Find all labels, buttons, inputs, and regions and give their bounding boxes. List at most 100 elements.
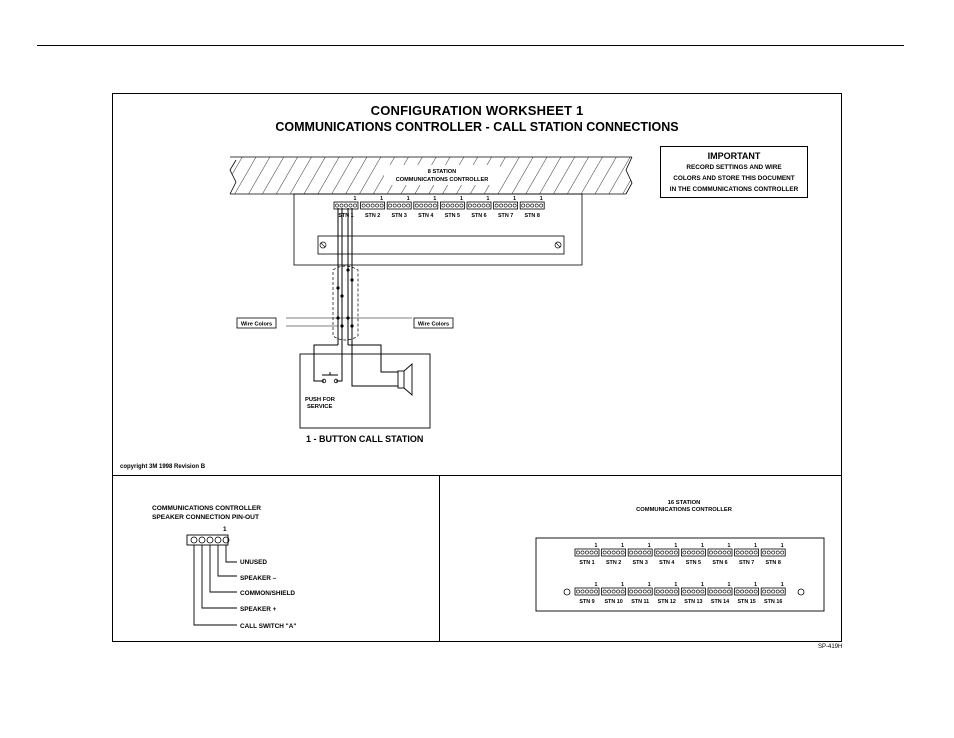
terminal-pin [445, 203, 450, 208]
terminal-pin [700, 589, 705, 594]
terminal-pin [611, 589, 616, 594]
terminal-pin [660, 550, 665, 555]
terminal-pin [696, 589, 700, 594]
pin-label-unused: UNUSED [240, 559, 267, 566]
terminal-pin [638, 550, 643, 555]
terminal-pin [740, 550, 745, 555]
station-label: STN 1 [338, 213, 353, 219]
terminal-pin [775, 550, 780, 555]
terminal-pin [682, 589, 687, 594]
call-station-internal-wiring [313, 344, 398, 387]
terminal-pin [594, 589, 598, 594]
terminal-pin [414, 203, 419, 208]
station-label: STN 1 [579, 560, 594, 566]
important-line-3: IN THE COMMUNICATIONS CONTROLLER [669, 186, 799, 193]
terminal-pin [494, 203, 499, 208]
terminal-pin [594, 550, 598, 555]
station-label: STN 10 [604, 599, 622, 605]
terminal-pin [709, 589, 713, 594]
worksheet-title: CONFIGURATION WORKSHEET 1 [370, 103, 584, 118]
terminal-pin [344, 203, 348, 208]
controller8-label-1: 8 STATION [428, 169, 456, 175]
terminal-block [439, 201, 465, 210]
section-divider-vertical [439, 475, 440, 642]
terminal-pin [477, 203, 481, 208]
station-label: STN 13 [684, 599, 702, 605]
terminal-pin1-label: 1 [595, 543, 598, 549]
terminal-pin [450, 203, 455, 208]
screw-icon [319, 241, 327, 249]
wire-colors-box-left[interactable] [236, 317, 277, 329]
terminal-block [760, 548, 786, 557]
terminal-block [707, 587, 733, 596]
station-label: STN 4 [418, 213, 433, 219]
wire-colors-box-right[interactable] [413, 317, 454, 329]
terminal-pin [744, 550, 749, 555]
pinout-pin [190, 536, 198, 544]
terminal-pin1-label: 1 [407, 196, 410, 202]
terminal-pin [727, 550, 731, 555]
speaker-icon [390, 363, 413, 396]
pinout-pin [214, 536, 222, 544]
terminal-block [519, 201, 545, 210]
terminal-pin [669, 589, 674, 594]
terminal-pin [744, 589, 749, 594]
station-label: STN 8 [766, 560, 781, 566]
pinout-pin [206, 536, 214, 544]
terminal-pin [503, 203, 508, 208]
terminal-pin1-label: 1 [728, 543, 731, 549]
pinout-connector [186, 534, 229, 546]
station-label: STN 15 [737, 599, 755, 605]
controller8-mount-plate [317, 235, 565, 255]
terminal-pin [388, 203, 393, 208]
terminal-pin [740, 589, 745, 594]
document-code: SP-419H [818, 644, 843, 650]
terminal-pin [700, 550, 705, 555]
terminal-block [654, 548, 680, 557]
pinout-pin-circles [190, 536, 230, 544]
terminal-pin [647, 550, 652, 555]
terminal-block [360, 201, 386, 210]
terminal-pin [339, 203, 344, 208]
terminal-pin1-label: 1 [540, 196, 543, 202]
terminal-pin [642, 550, 647, 555]
terminal-pin [525, 203, 530, 208]
terminal-pin1-label: 1 [621, 582, 624, 588]
push-button-switch-icon [321, 372, 339, 384]
terminal-pin [589, 550, 594, 555]
wire-colors-label-left: Wire Colors [241, 322, 272, 328]
terminal-pin1-label: 1 [701, 582, 704, 588]
pinout-title-2: SPEAKER CONNECTION PIN-OUT [152, 514, 259, 521]
terminal-block [386, 201, 412, 210]
terminal-pin [406, 203, 411, 208]
terminal-pin [691, 550, 696, 555]
terminal-pin1-label: 1 [674, 582, 677, 588]
wire-junction-dots [336, 268, 354, 328]
controller8-label-bg [384, 165, 500, 185]
terminal-pin [718, 589, 722, 594]
terminal-pin [753, 550, 758, 555]
terminal-pin [397, 203, 402, 208]
terminal-pin [633, 550, 638, 555]
station-label: STN 14 [711, 599, 729, 605]
pinout-title-1: COMMUNICATIONS CONTROLLER [152, 505, 261, 512]
terminal-pin [735, 589, 740, 594]
terminal-pin [379, 203, 384, 208]
terminal-pin [727, 589, 731, 594]
terminal-block [466, 201, 492, 210]
terminal-pin [620, 550, 625, 555]
station-label: STN 4 [659, 560, 674, 566]
station-label: STN 12 [658, 599, 676, 605]
pinout-leader-lines [193, 545, 237, 626]
terminal-block [707, 548, 733, 557]
screw-icon [554, 241, 562, 249]
pin-label-call-switch: CALL SWITCH "A" [240, 623, 296, 630]
terminal-pin1-label: 1 [701, 543, 704, 549]
terminal-pin1-label: 1 [380, 196, 383, 202]
terminal-pin [468, 203, 472, 208]
terminal-pin [585, 589, 589, 594]
terminal-pin [348, 203, 353, 208]
terminal-pin1-label: 1 [354, 196, 357, 202]
